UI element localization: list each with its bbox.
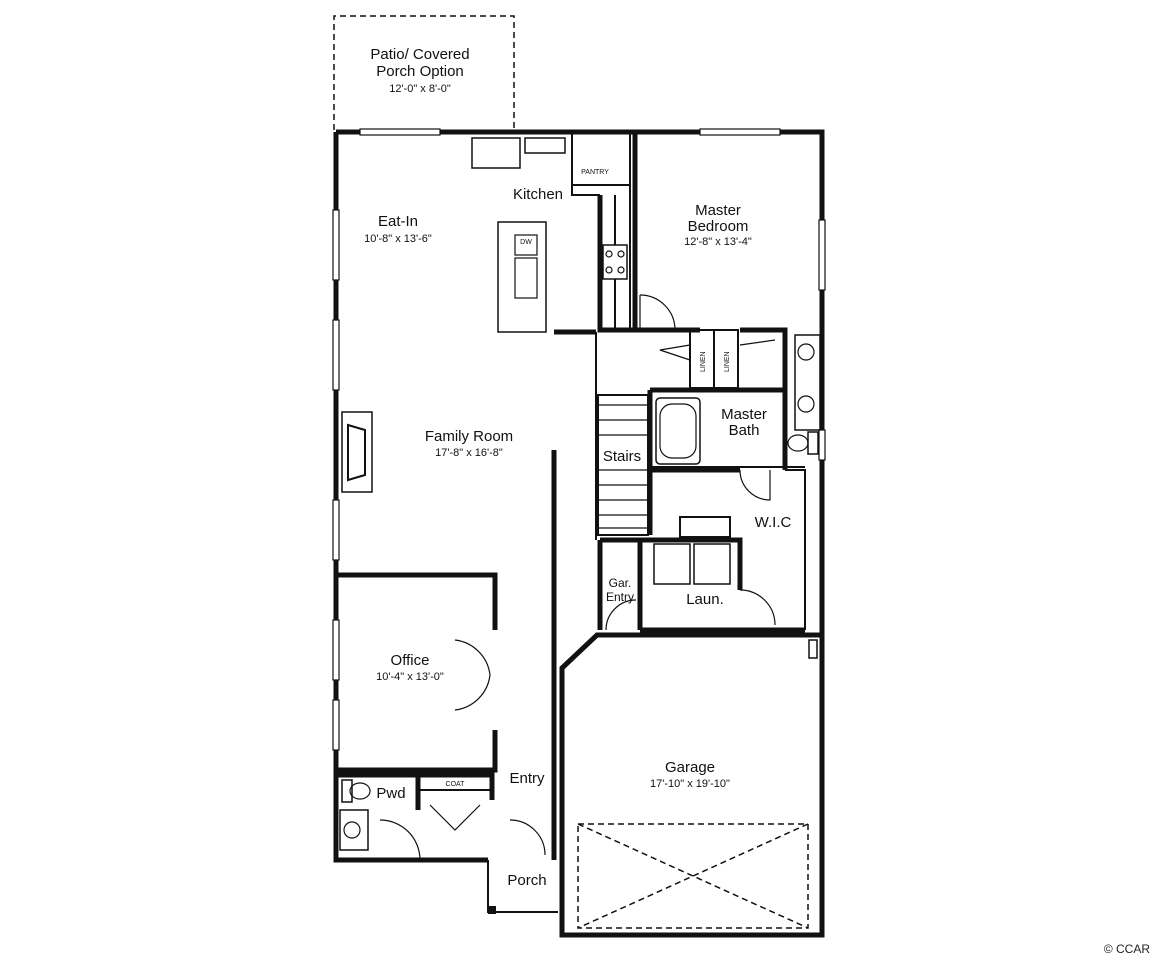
fireplace — [341, 411, 373, 493]
master-bath-name-1: Master — [721, 406, 767, 423]
interior-walls — [336, 132, 806, 860]
eat-in-name: Eat-In — [378, 213, 418, 230]
family-room-dims: 17'-8" x 16'-8" — [435, 447, 503, 459]
door-swings — [379, 294, 776, 861]
range — [602, 244, 628, 280]
office-dims: 10'-4" x 13'-0" — [376, 671, 444, 683]
dryer — [693, 543, 731, 585]
porch-name: Porch — [507, 872, 546, 889]
master-bath-name-2: Bath — [729, 422, 760, 439]
kitchen-name: Kitchen — [513, 186, 563, 203]
fixtures — [339, 137, 821, 929]
linen-label-1: LINEN — [700, 351, 707, 372]
dishwasher-label: DW — [520, 239, 532, 246]
kitchen-island — [497, 221, 547, 333]
linen-label-2: LINEN — [724, 351, 731, 372]
dishwasher — [514, 234, 538, 256]
entry-name: Entry — [509, 770, 545, 787]
family-room-name: Family Room — [425, 428, 513, 445]
master-bedroom-dims: 12'-8" x 13'-4" — [684, 236, 752, 248]
patio-dims: 12'-0" x 8'-0" — [389, 83, 451, 95]
porch-post — [488, 906, 496, 914]
patio-name-1: Patio/ Covered — [370, 46, 469, 63]
master-bedroom-name-2: Bedroom — [688, 218, 749, 235]
kitchen-sink-top — [471, 137, 521, 169]
gar-entry-name-1: Gar. — [609, 576, 632, 590]
master-bedroom-name-1: Master — [695, 202, 741, 219]
powder-name: Pwd — [376, 785, 405, 802]
windows — [332, 128, 826, 751]
coat-name: COAT — [446, 781, 466, 788]
eat-in-dims: 10'-8" x 13'-6" — [364, 233, 432, 245]
garage-name: Garage — [665, 759, 715, 776]
sink — [514, 257, 538, 299]
office-name: Office — [391, 652, 430, 669]
laundry-name: Laun. — [686, 591, 724, 608]
vanity — [794, 334, 821, 431]
exterior-walls — [333, 129, 825, 938]
washer — [653, 543, 691, 585]
wic-name: W.I.C — [755, 514, 792, 531]
stairs — [597, 394, 649, 536]
patio-outline — [333, 15, 515, 130]
bathtub — [655, 397, 701, 465]
garage-dims: 17'-10" x 19'-10" — [650, 778, 730, 790]
room-labels: Patio/ Covered Porch Option 12'-0" x 8'-… — [364, 46, 791, 889]
pantry-name: PANTRY — [581, 169, 609, 176]
copyright-credit: © CCAR — [1103, 942, 1150, 956]
stairs-name: Stairs — [603, 448, 641, 465]
patio-name-2: Porch Option — [376, 63, 464, 80]
gar-entry-name-2: Entry — [606, 590, 634, 604]
